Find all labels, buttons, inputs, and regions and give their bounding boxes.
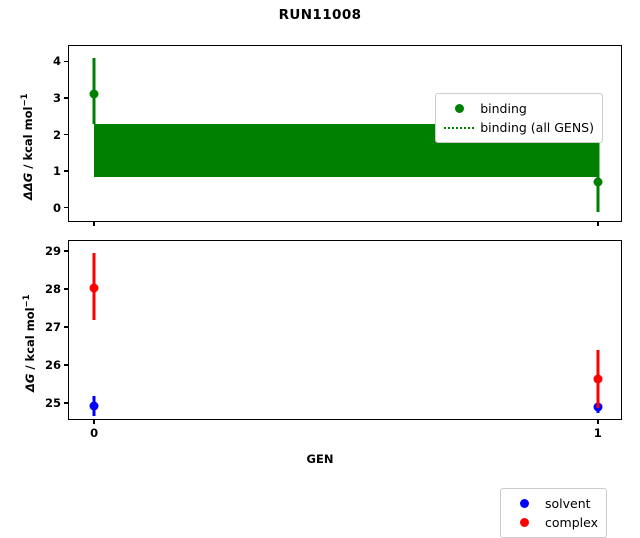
y-tick-mark: [64, 402, 69, 404]
legend-dot-icon: [519, 499, 529, 508]
y-tick-mark: [64, 326, 69, 328]
data-point-marker[interactable]: [593, 177, 603, 187]
y-tick-label: 0: [52, 200, 61, 215]
y-tick-label: 26: [44, 357, 61, 372]
y-tick-mark: [64, 364, 69, 366]
data-point-marker[interactable]: [89, 401, 99, 411]
y-tick-label: 25: [44, 395, 61, 410]
x-tick-mark: [93, 221, 95, 226]
y-tick-label: 2: [52, 127, 61, 142]
y-tick-mark: [64, 206, 69, 209]
y-tick-label: 3: [52, 90, 61, 105]
y-tick-mark: [64, 97, 69, 99]
bottom-panel-axes: 25 26 27 28 29 0 1 solvent complex: [45, 240, 622, 538]
bottom-panel-legend[interactable]: solvent complex: [500, 488, 607, 538]
y-tick-label: 1: [52, 164, 61, 179]
y-tick-label: 28: [44, 282, 61, 297]
error-bar: [596, 139, 600, 213]
x-tick-mark: [93, 419, 95, 424]
top-y-label-symbol: ΔΔG: [20, 172, 35, 200]
legend-item[interactable]: complex: [507, 513, 598, 532]
y-tick-mark: [64, 60, 69, 63]
legend-dot-icon: [454, 104, 464, 113]
legend-item-label: complex: [545, 515, 598, 530]
page-title: RUN11008: [278, 7, 362, 23]
top-panel-axes: 0 1 2 3 4 binding binding (all GENS): [53, 45, 622, 226]
x-axis-label: GEN: [306, 452, 334, 466]
data-point-marker[interactable]: [89, 89, 99, 99]
x-tick-mark: [597, 419, 599, 424]
legend-dot-icon: [519, 518, 529, 527]
bottom-y-label-units: / kcal mol: [22, 307, 37, 374]
data-point-marker[interactable]: [593, 374, 603, 384]
x-tick-mark: [597, 221, 599, 226]
figure-canvas: RUN11008 0 1 2 3 4 binding binding (all GENS)…: [20, 7, 622, 538]
y-tick-label: 27: [44, 320, 61, 335]
y-tick-mark: [64, 170, 69, 172]
top-panel-y-axis-label: ΔΔG / kcal mol−1: [20, 93, 35, 200]
legend-item[interactable]: solvent: [507, 494, 598, 513]
bottom-y-label-symbol: ΔG: [22, 373, 37, 392]
x-tick-label: 1: [593, 426, 602, 440]
legend-item-label: binding: [480, 101, 527, 116]
legend-dotted-line-icon: [444, 126, 475, 129]
bottom-panel-y-axis-label: ΔG / kcal mol−1: [22, 294, 37, 392]
y-tick-label: 4: [52, 54, 61, 69]
legend-item[interactable]: binding: [442, 99, 594, 118]
y-tick-label: 29: [44, 244, 61, 259]
top-panel-legend[interactable]: binding binding (all GENS): [435, 93, 603, 143]
legend-item-label: solvent: [545, 496, 591, 511]
y-tick-mark: [64, 133, 69, 136]
legend-item-label: binding (all GENS): [480, 120, 594, 135]
data-point-marker[interactable]: [89, 283, 99, 293]
bottom-panel-plot-area: [69, 241, 621, 419]
legend-item[interactable]: binding (all GENS): [442, 118, 594, 137]
y-tick-mark: [64, 288, 69, 290]
y-tick-mark: [64, 250, 69, 253]
bottom-y-label-exponent: −1: [22, 294, 32, 308]
top-y-label-units: / kcal mol: [20, 106, 35, 173]
x-tick-label: 0: [90, 426, 99, 440]
top-y-label-exponent: −1: [20, 93, 30, 107]
